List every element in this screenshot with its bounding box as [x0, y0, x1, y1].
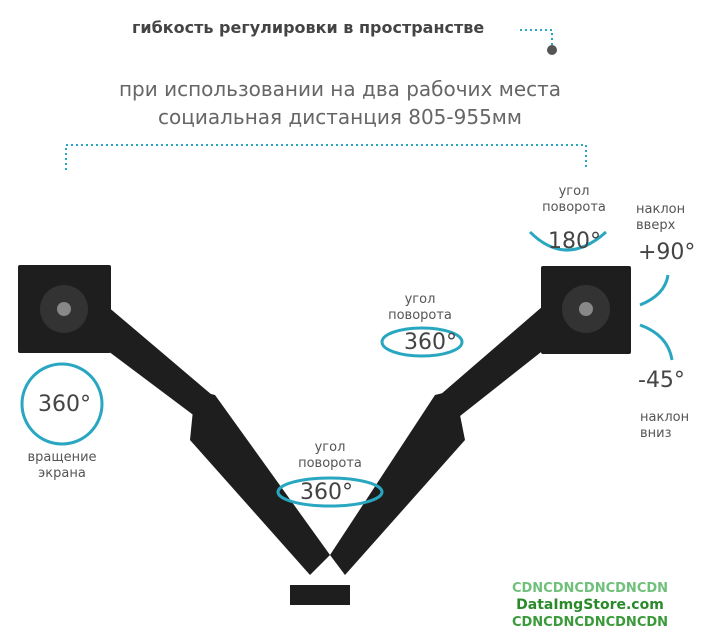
watermark: CDNCDNCDNCDNCDN DataImgStore.com CDNCDNC…	[511, 581, 669, 630]
header-title: гибкость регулировки в пространстве	[132, 18, 485, 37]
rotate-screen-value: 360°	[38, 392, 91, 417]
swivel-top-value: 180°	[548, 229, 601, 254]
header-line2: социальная дистанция 805-955мм	[158, 105, 522, 129]
tilt-down-value: -45°	[638, 368, 685, 393]
header-line1: при использовании на два рабочих места	[118, 77, 562, 101]
swivel-center-value: 360°	[300, 480, 353, 505]
dotted-guides	[65, 29, 587, 170]
arm-left	[18, 265, 350, 605]
swivel-mid-value: 360°	[404, 330, 457, 355]
rotation-arrows	[20, 230, 674, 508]
tilt-up-value: +90°	[638, 240, 696, 265]
arm-right	[330, 266, 631, 575]
